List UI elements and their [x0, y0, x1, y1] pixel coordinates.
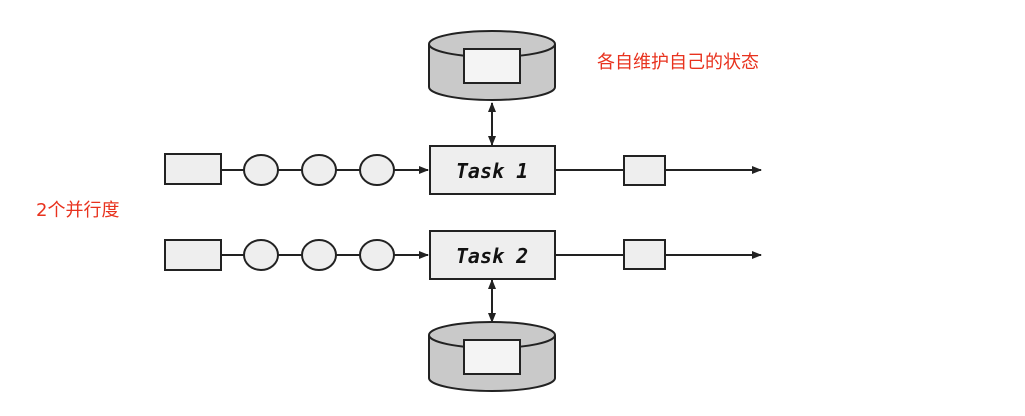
task-1-box	[429, 145, 556, 195]
state-store-bottom	[428, 321, 556, 392]
output-record-1	[623, 155, 666, 186]
task-2-label: Task 2	[456, 244, 528, 268]
event-1b	[301, 154, 337, 186]
state-record-top	[463, 48, 521, 84]
source-record-2	[164, 239, 222, 271]
task-1-label: Task 1	[456, 159, 528, 183]
state-record-bottom	[463, 339, 521, 375]
event-1c	[359, 154, 395, 186]
pipeline-row-2: Task 2	[164, 230, 762, 280]
event-2b	[301, 239, 337, 271]
output-record-2	[623, 239, 666, 270]
event-2c	[359, 239, 395, 271]
parallelism-annotation: 2个并行度	[36, 200, 120, 221]
event-2a	[243, 239, 279, 271]
source-record-1	[164, 153, 222, 185]
state-annotation: 各自维护自己的状态	[597, 52, 759, 73]
state-store-top	[428, 30, 556, 101]
task-2-box	[429, 230, 556, 280]
event-1a	[243, 154, 279, 186]
pipeline-row-1: Task 1	[164, 145, 762, 195]
